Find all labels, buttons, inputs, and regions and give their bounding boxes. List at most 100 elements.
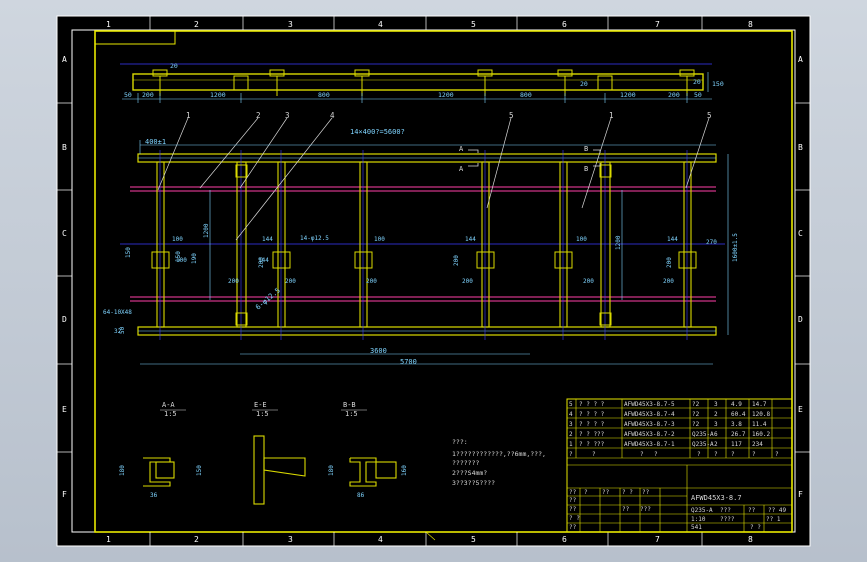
- section-title: B-B: [343, 401, 356, 409]
- section-scale: 1:5: [345, 410, 358, 418]
- col-label: 5: [471, 535, 476, 544]
- bom-qty: 2: [714, 411, 718, 418]
- bom-qty: 6: [714, 431, 718, 438]
- company: ?? 49: [768, 507, 786, 514]
- bom-header: ?: [569, 451, 573, 458]
- top-dim: 20: [580, 80, 588, 88]
- top-dim: 800: [318, 91, 330, 99]
- top-dim: 200: [142, 91, 154, 99]
- col-label: 7: [655, 20, 660, 29]
- bom-unit: 60.4: [731, 411, 746, 418]
- col-label: 4: [378, 535, 383, 544]
- tb-cell: ??: [569, 497, 577, 504]
- front-dim: 270: [706, 239, 717, 246]
- callout: 4: [330, 111, 335, 120]
- section-dim: 180: [119, 465, 126, 476]
- section-mark: A: [459, 145, 464, 153]
- notes-title: ???:: [452, 438, 468, 446]
- row-label: A: [62, 55, 67, 64]
- col-label: 5: [471, 20, 476, 29]
- bom-total: 160.2: [752, 431, 770, 438]
- tb-cell: ? ?: [622, 489, 633, 496]
- front-dim: 200: [462, 278, 473, 285]
- front-dim: 100: [374, 236, 385, 243]
- section-title: A-A: [162, 401, 175, 409]
- front-dim: 64-10X48: [103, 309, 132, 316]
- technical-notes: ???: 1????????????,??6mm,???, ??????? 2?…: [452, 438, 546, 487]
- bom-qty: 3: [714, 401, 718, 408]
- front-dim: 150: [175, 251, 182, 262]
- front-dim: 144: [262, 236, 273, 243]
- row-label: E: [62, 405, 67, 414]
- front-dim: 200: [228, 278, 239, 285]
- bom-no: 1: [569, 441, 573, 448]
- section-views: A-A 1:5 E-E 1:5 B-B 1:5 180 150 36: [119, 401, 408, 505]
- tb-cell: ??: [622, 506, 630, 513]
- bom-name: ? ? ???: [579, 431, 605, 438]
- front-view-plates: [151, 164, 697, 326]
- front-view-columns: [156, 161, 692, 328]
- notes-line: 3??3??5????: [452, 479, 495, 487]
- tb-cell: ??: [748, 507, 756, 514]
- inner-frame: [94, 30, 793, 533]
- section-bb-shape: [349, 457, 397, 487]
- bom-mat: Q235-A: [692, 441, 714, 448]
- bom-total: 234: [752, 441, 763, 448]
- tb-cell: ??: [569, 506, 577, 513]
- bom-table: 5 ? ? ? ? AFWD45X3-8.7-5 ?2 3 4.9 14.7 4…: [566, 398, 793, 533]
- tb-cell: ??: [569, 489, 577, 496]
- col-label: 2: [194, 20, 199, 29]
- tb-cell: ?: [584, 489, 588, 496]
- tb-cell: ? ?: [569, 515, 580, 522]
- row-label: E: [798, 405, 803, 414]
- section-dim: 180: [328, 465, 335, 476]
- bom-qty: 3: [714, 421, 718, 428]
- bom-total: 14.7: [752, 401, 767, 408]
- section-dim: 36: [150, 492, 158, 499]
- tb-cell: ??: [602, 489, 610, 496]
- top-view: 50 200 1200 800 1200 800 1200 200 50 20 …: [120, 62, 724, 103]
- drawing-no: AFWD45X3-8.7: [691, 494, 742, 502]
- width-dim: 3600: [370, 347, 387, 355]
- section-mark: A: [459, 165, 464, 173]
- front-dim: 190: [191, 253, 198, 264]
- bom-unit: 4.9: [731, 401, 742, 408]
- front-dim: 50: [119, 326, 126, 334]
- section-dim: 150: [196, 465, 203, 476]
- col-label: 8: [748, 20, 753, 29]
- section-mark: B: [584, 145, 588, 153]
- bom-name: ? ? ? ?: [579, 421, 605, 428]
- col-label: 6: [562, 20, 567, 29]
- callout: 5: [509, 111, 514, 120]
- top-view-beam: [132, 73, 704, 91]
- top-dim: 50: [124, 91, 132, 99]
- bom-unit: 117: [731, 441, 742, 448]
- row-label: D: [62, 315, 67, 324]
- front-dim: 150: [125, 247, 132, 258]
- bom-header: ?: [592, 451, 596, 458]
- row-label: F: [62, 490, 67, 499]
- overall-note: 14×400?=5600?: [350, 128, 405, 136]
- front-dim: 200: [666, 257, 673, 268]
- border-zone-markers: [57, 16, 810, 546]
- bom-header: ?: [752, 451, 756, 458]
- bom-header: ?: [640, 451, 644, 458]
- bom-mat: Q235-A: [692, 431, 714, 438]
- bom-code: AFWD45X3-8.7-5: [624, 401, 675, 408]
- front-dim: 14-φ12.5: [300, 235, 329, 242]
- bom-no: 4: [569, 411, 573, 418]
- bom-mat: ?2: [692, 421, 700, 428]
- bom-header: ?: [697, 451, 701, 458]
- notes-line: 2???S4mm?: [452, 469, 487, 477]
- section-scale: 1:5: [164, 410, 177, 418]
- section-scale: 1:5: [256, 410, 269, 418]
- section-ee-shape: [253, 435, 306, 505]
- scale: 1:10: [691, 516, 706, 523]
- col-label: 2: [194, 535, 199, 544]
- row-label: C: [62, 229, 67, 238]
- pitch-dim: 400±1: [145, 138, 166, 146]
- border-column-labels: 1 2 3 4 5 6 7 8 1 2 3 4 5 6 7 8: [106, 20, 753, 544]
- row-label: D: [798, 315, 803, 324]
- bom-mat: ?2: [692, 411, 700, 418]
